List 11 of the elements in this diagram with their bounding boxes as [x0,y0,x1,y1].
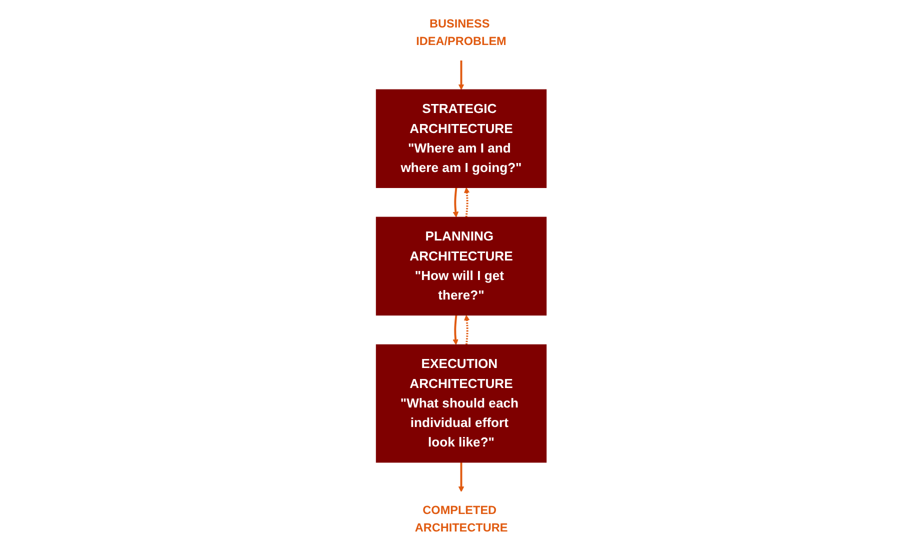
arrow [458,60,464,90]
node-box: STRATEGIC ARCHITECTURE "Where am I and where am I going?" [376,89,547,188]
node-text: COMPLETED ARCHITECTURE [415,504,508,534]
node-box: PLANNING ARCHITECTURE "How will I get there?" [376,216,547,316]
arrow [452,315,459,345]
node-box: EXECUTION ARCHITECTURE "What should each individual effort look like?" [376,344,547,463]
arrow [458,462,464,492]
arrow [453,188,459,218]
arrow [464,187,470,218]
node-text: BUSINESS IDEA/PROBLEM [416,17,507,48]
arrow [464,314,470,345]
